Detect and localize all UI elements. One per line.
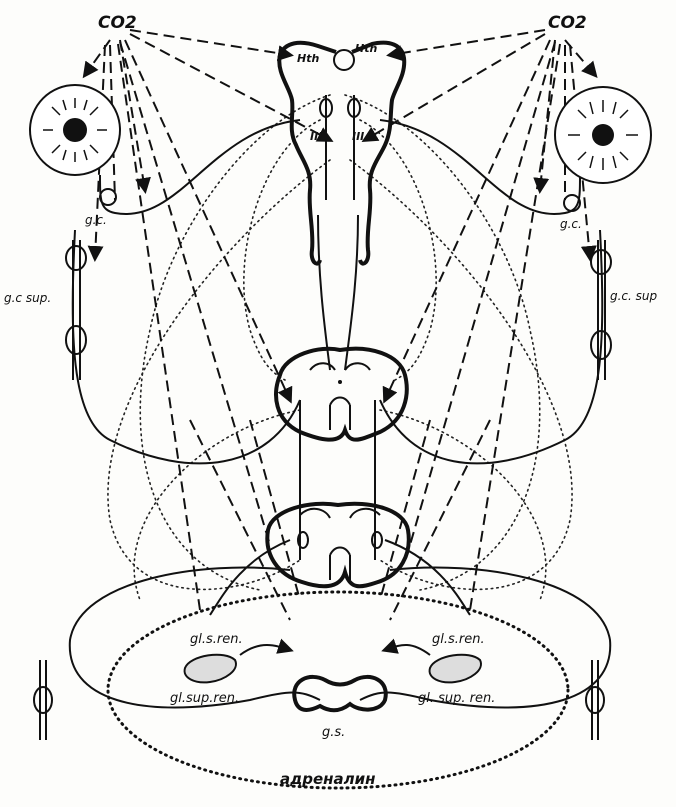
right-eye bbox=[555, 87, 651, 183]
adrenalin-label: адреналин bbox=[280, 770, 376, 788]
nucleus-right-label: III bbox=[352, 130, 364, 143]
dotted-field-lines bbox=[108, 95, 572, 600]
left-eye bbox=[30, 85, 120, 175]
left-ciliary-ganglion bbox=[100, 189, 116, 205]
gc-right-label: g.c. bbox=[560, 217, 582, 231]
gc-left-label: g.c. bbox=[85, 213, 107, 227]
right-adrenal bbox=[430, 655, 481, 683]
co2-left-label: CO2 bbox=[98, 13, 137, 33]
left-pupil bbox=[63, 118, 87, 142]
gl-s-ren-right-label: gl.s.ren. bbox=[432, 632, 485, 647]
solar-ganglion bbox=[294, 677, 386, 710]
left-adrenal bbox=[185, 655, 236, 683]
co2-right-label: CO2 bbox=[548, 13, 587, 33]
gs-label: g.s. bbox=[322, 725, 345, 740]
hth-right-label: Hth bbox=[355, 42, 377, 55]
nerve-loops bbox=[70, 120, 610, 708]
upper-cord-section bbox=[276, 349, 407, 440]
right-pupil bbox=[592, 124, 614, 146]
gl-s-ren-left-label: gl.s.ren. bbox=[190, 632, 243, 647]
hth-left-label: Hth bbox=[297, 52, 319, 65]
brainstem bbox=[279, 43, 404, 264]
nucleus-left-label: III bbox=[310, 130, 322, 143]
gc-sup-right-label: g.c. sup bbox=[610, 289, 658, 303]
pituitary bbox=[334, 50, 354, 70]
left-sympathetic-chain bbox=[66, 240, 86, 380]
gl-sup-ren-left-label: gl.sup.ren. bbox=[170, 691, 239, 706]
gc-sup-left-label: g.c sup. bbox=[4, 291, 51, 305]
descending-dashed bbox=[190, 420, 490, 620]
adrenalin-field bbox=[108, 592, 568, 788]
gl-sup-ren-right-label: gl. sup. ren. bbox=[418, 691, 495, 706]
